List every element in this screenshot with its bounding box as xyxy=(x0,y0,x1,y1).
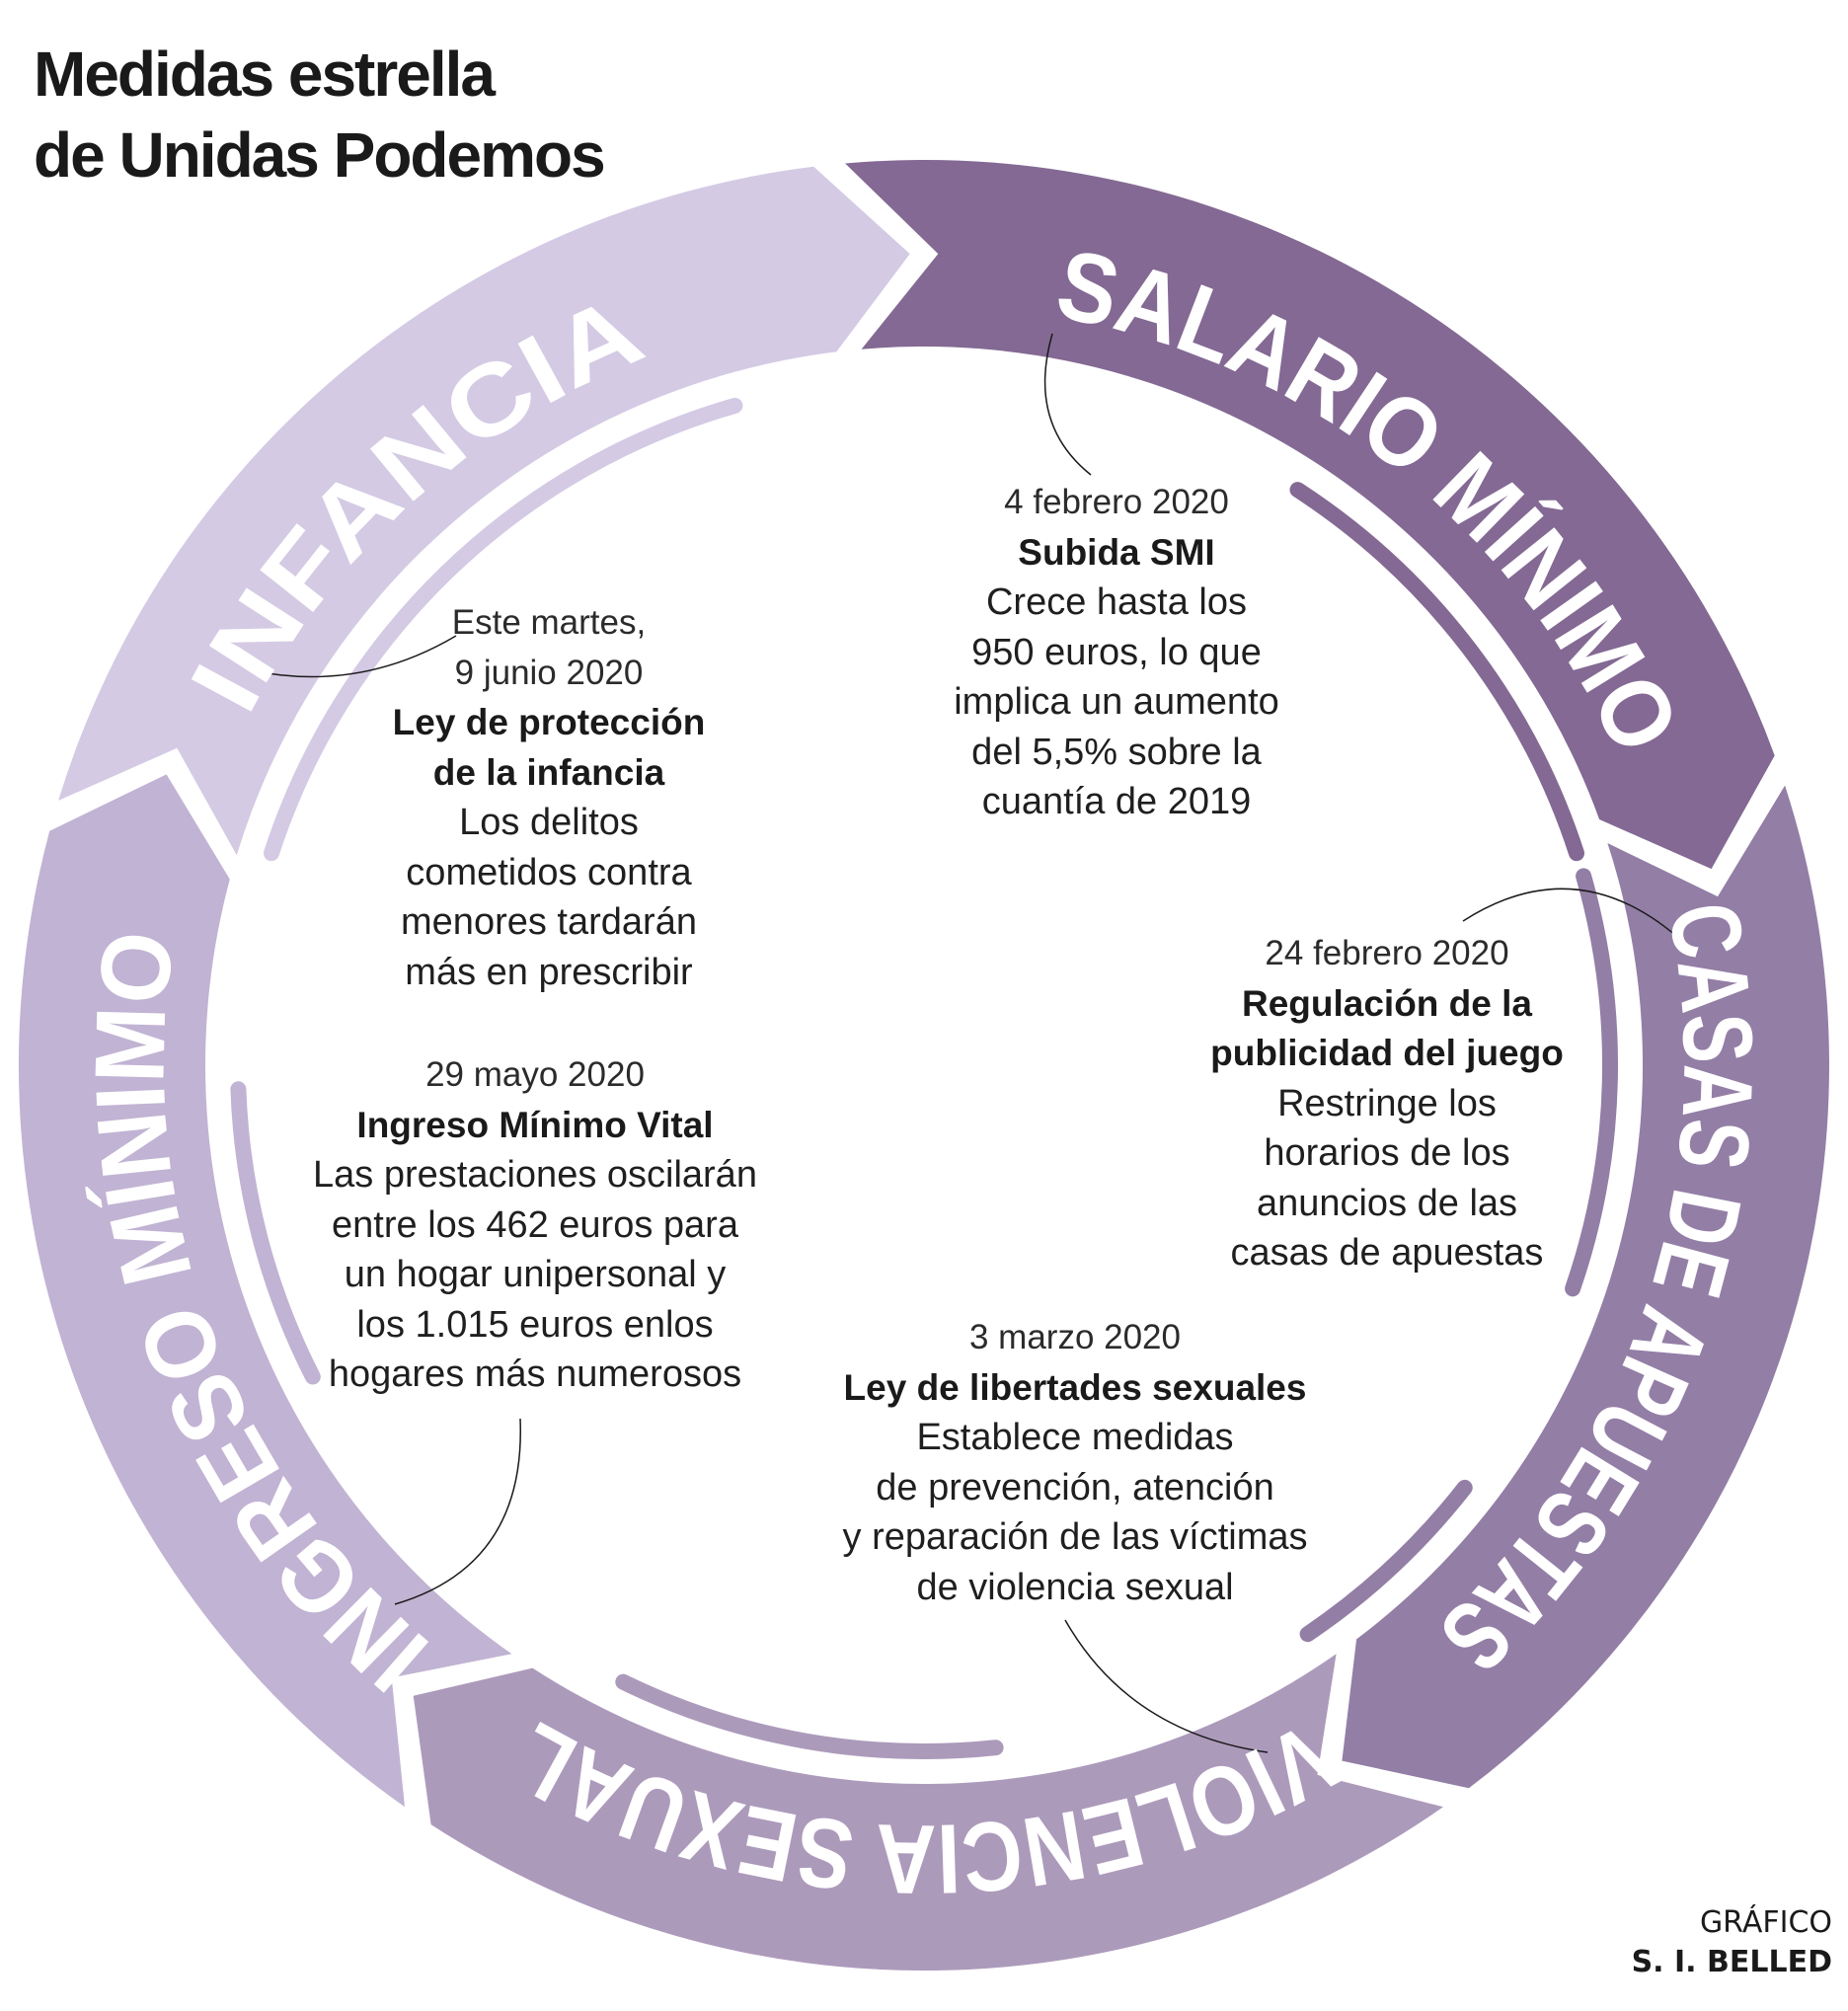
inner-arc-casas-de-apuestas xyxy=(1565,868,1618,1297)
event-body-line: de prevención, atención xyxy=(876,1466,1274,1508)
event-date-line: Este martes, xyxy=(451,603,647,642)
event-date-line: 4 febrero 2020 xyxy=(1004,483,1229,521)
segment-violencia-sexual xyxy=(413,1654,1444,1972)
event-body-line: cuantía de 2019 xyxy=(981,781,1252,822)
inner-arc-violencia-sexual xyxy=(615,1673,1004,1759)
event-date-line: 29 mayo 2020 xyxy=(425,1055,645,1094)
inner-arc-infancia xyxy=(264,397,743,862)
event-date-line: 24 febrero 2020 xyxy=(1265,934,1509,972)
event-body-line: y reparación de las víctimas xyxy=(842,1516,1308,1558)
credit: GRÁFICO S. I. BELLED xyxy=(1632,1903,1832,1982)
event-body-line: un hogar unipersonal y xyxy=(344,1254,727,1295)
event-head-line: Ingreso Mínimo Vital xyxy=(356,1104,714,1145)
leader-line xyxy=(250,635,457,678)
event-body-line: más en prescribir xyxy=(405,951,693,993)
segment-salario-minimo xyxy=(845,160,1775,870)
event-body-line: Los delitos xyxy=(459,802,639,843)
event-body-line: casas de apuestas xyxy=(1230,1232,1544,1274)
inner-arc-casas-de-apuestas xyxy=(1299,1479,1473,1643)
event-body-line: Crece hasta los xyxy=(985,581,1248,623)
event-body-line: de violencia sexual xyxy=(916,1566,1234,1608)
event-date-line: 9 junio 2020 xyxy=(454,653,644,692)
event-head-line: de la infancia xyxy=(432,751,665,793)
ring-segments xyxy=(18,160,1829,1972)
leader-line xyxy=(394,1418,521,1605)
segment-infancia xyxy=(58,166,910,856)
inner-arcs xyxy=(230,397,1618,1759)
leader-line xyxy=(1462,888,1685,944)
event-body-line: Restringe los xyxy=(1277,1082,1497,1124)
event-body-line: entre los 462 euros para xyxy=(332,1203,738,1246)
event-head-line: Subida SMI xyxy=(1018,531,1215,573)
segment-ingreso-minimo xyxy=(18,774,512,1808)
inner-arc-ingreso-minimo xyxy=(230,1081,321,1385)
title-line-1: Medidas estrella xyxy=(34,39,496,110)
credit-label: GRÁFICO xyxy=(1699,1905,1832,1940)
leader-line xyxy=(1064,1619,1269,1753)
event-body-line: Las prestaciones oscilarán xyxy=(313,1154,757,1196)
leader-lines xyxy=(250,333,1685,1753)
segment-casas-de-apuestas xyxy=(1342,785,1829,1789)
event-body-line: Establece medidas xyxy=(916,1417,1234,1458)
event-head-line: Regulación de la xyxy=(1241,982,1532,1024)
event-head-line: Ley de protección xyxy=(392,702,706,742)
event-body-line: implica un aumento xyxy=(954,681,1279,723)
event-body-line: hogares más numerosos xyxy=(328,1354,742,1395)
event-body-line: los 1.015 euros enlos xyxy=(356,1303,714,1346)
event-head-line: Ley de libertades sexuales xyxy=(843,1366,1307,1408)
title-line-2: de Unidas Podemos xyxy=(34,119,606,191)
credit-author: S. I. BELLED xyxy=(1631,1945,1832,1979)
event-body-line: 950 euros, lo que xyxy=(971,631,1262,673)
event-body-line: cometidos contra xyxy=(406,851,692,893)
event-body-line: horarios de los xyxy=(1264,1132,1510,1174)
event-date-line: 3 marzo 2020 xyxy=(968,1318,1182,1356)
page-title: Medidas estrella de Unidas Podemos xyxy=(34,34,606,195)
event-body-line: anuncios de las xyxy=(1256,1182,1518,1224)
inner-arc-salario-minimo xyxy=(1289,482,1584,862)
leader-line xyxy=(1043,333,1092,476)
event-body-line: del 5,5% sobre la xyxy=(971,731,1262,773)
event-body-line: menores tardarán xyxy=(401,901,697,943)
event-head-line: publicidad del juego xyxy=(1210,1033,1564,1073)
